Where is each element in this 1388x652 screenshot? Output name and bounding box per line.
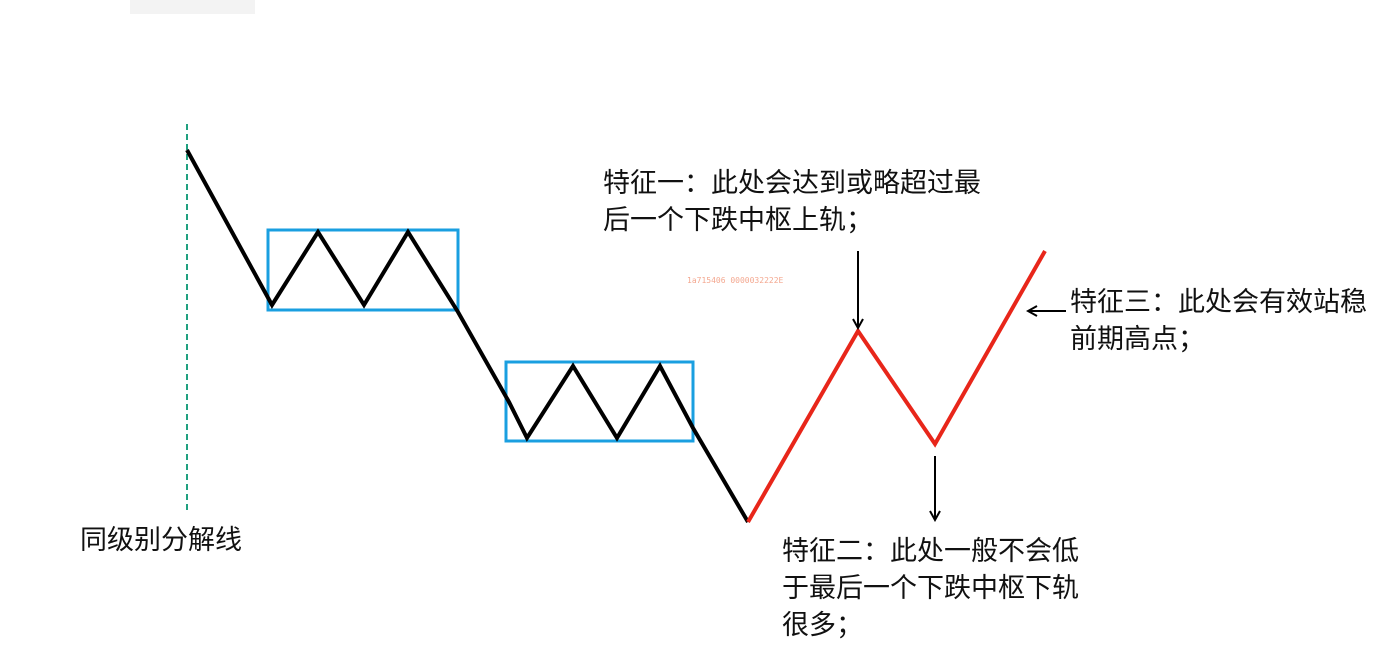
feature3-line-1: 特征三：此处会有效站稳 (1070, 287, 1367, 318)
pivot-zone-2 (504, 360, 695, 443)
feature3-label: 特征三：此处会有效站稳 前期高点； (1070, 284, 1388, 358)
feature1-label: 特征一：此处会达到或略超过最 后一个下跌中枢上轨； (603, 165, 981, 239)
feature2-label: 特征二：此处一般不会低 于最后一个下跌中枢下轨 很多； (782, 533, 1079, 644)
feature1-line-2: 后一个下跌中枢上轨； (603, 205, 873, 236)
feature2-line-3: 很多； (782, 610, 863, 641)
pivot-zone-1 (266, 228, 460, 312)
divider-label: 同级别分解线 (80, 525, 242, 556)
watermark-text: 1a715406 0000032222E (687, 276, 784, 285)
feature2-line-1: 特征二：此处一般不会低 (782, 536, 1079, 567)
downtrend-path (185, 149, 750, 524)
feature2-line-2: 于最后一个下跌中枢下轨 (782, 573, 1079, 604)
top-strip (130, 0, 255, 14)
feature1-line-1: 特征一：此处会达到或略超过最 (603, 168, 981, 199)
rebound-path (746, 250, 1047, 523)
feature3-line-2: 前期高点； (1070, 324, 1205, 355)
